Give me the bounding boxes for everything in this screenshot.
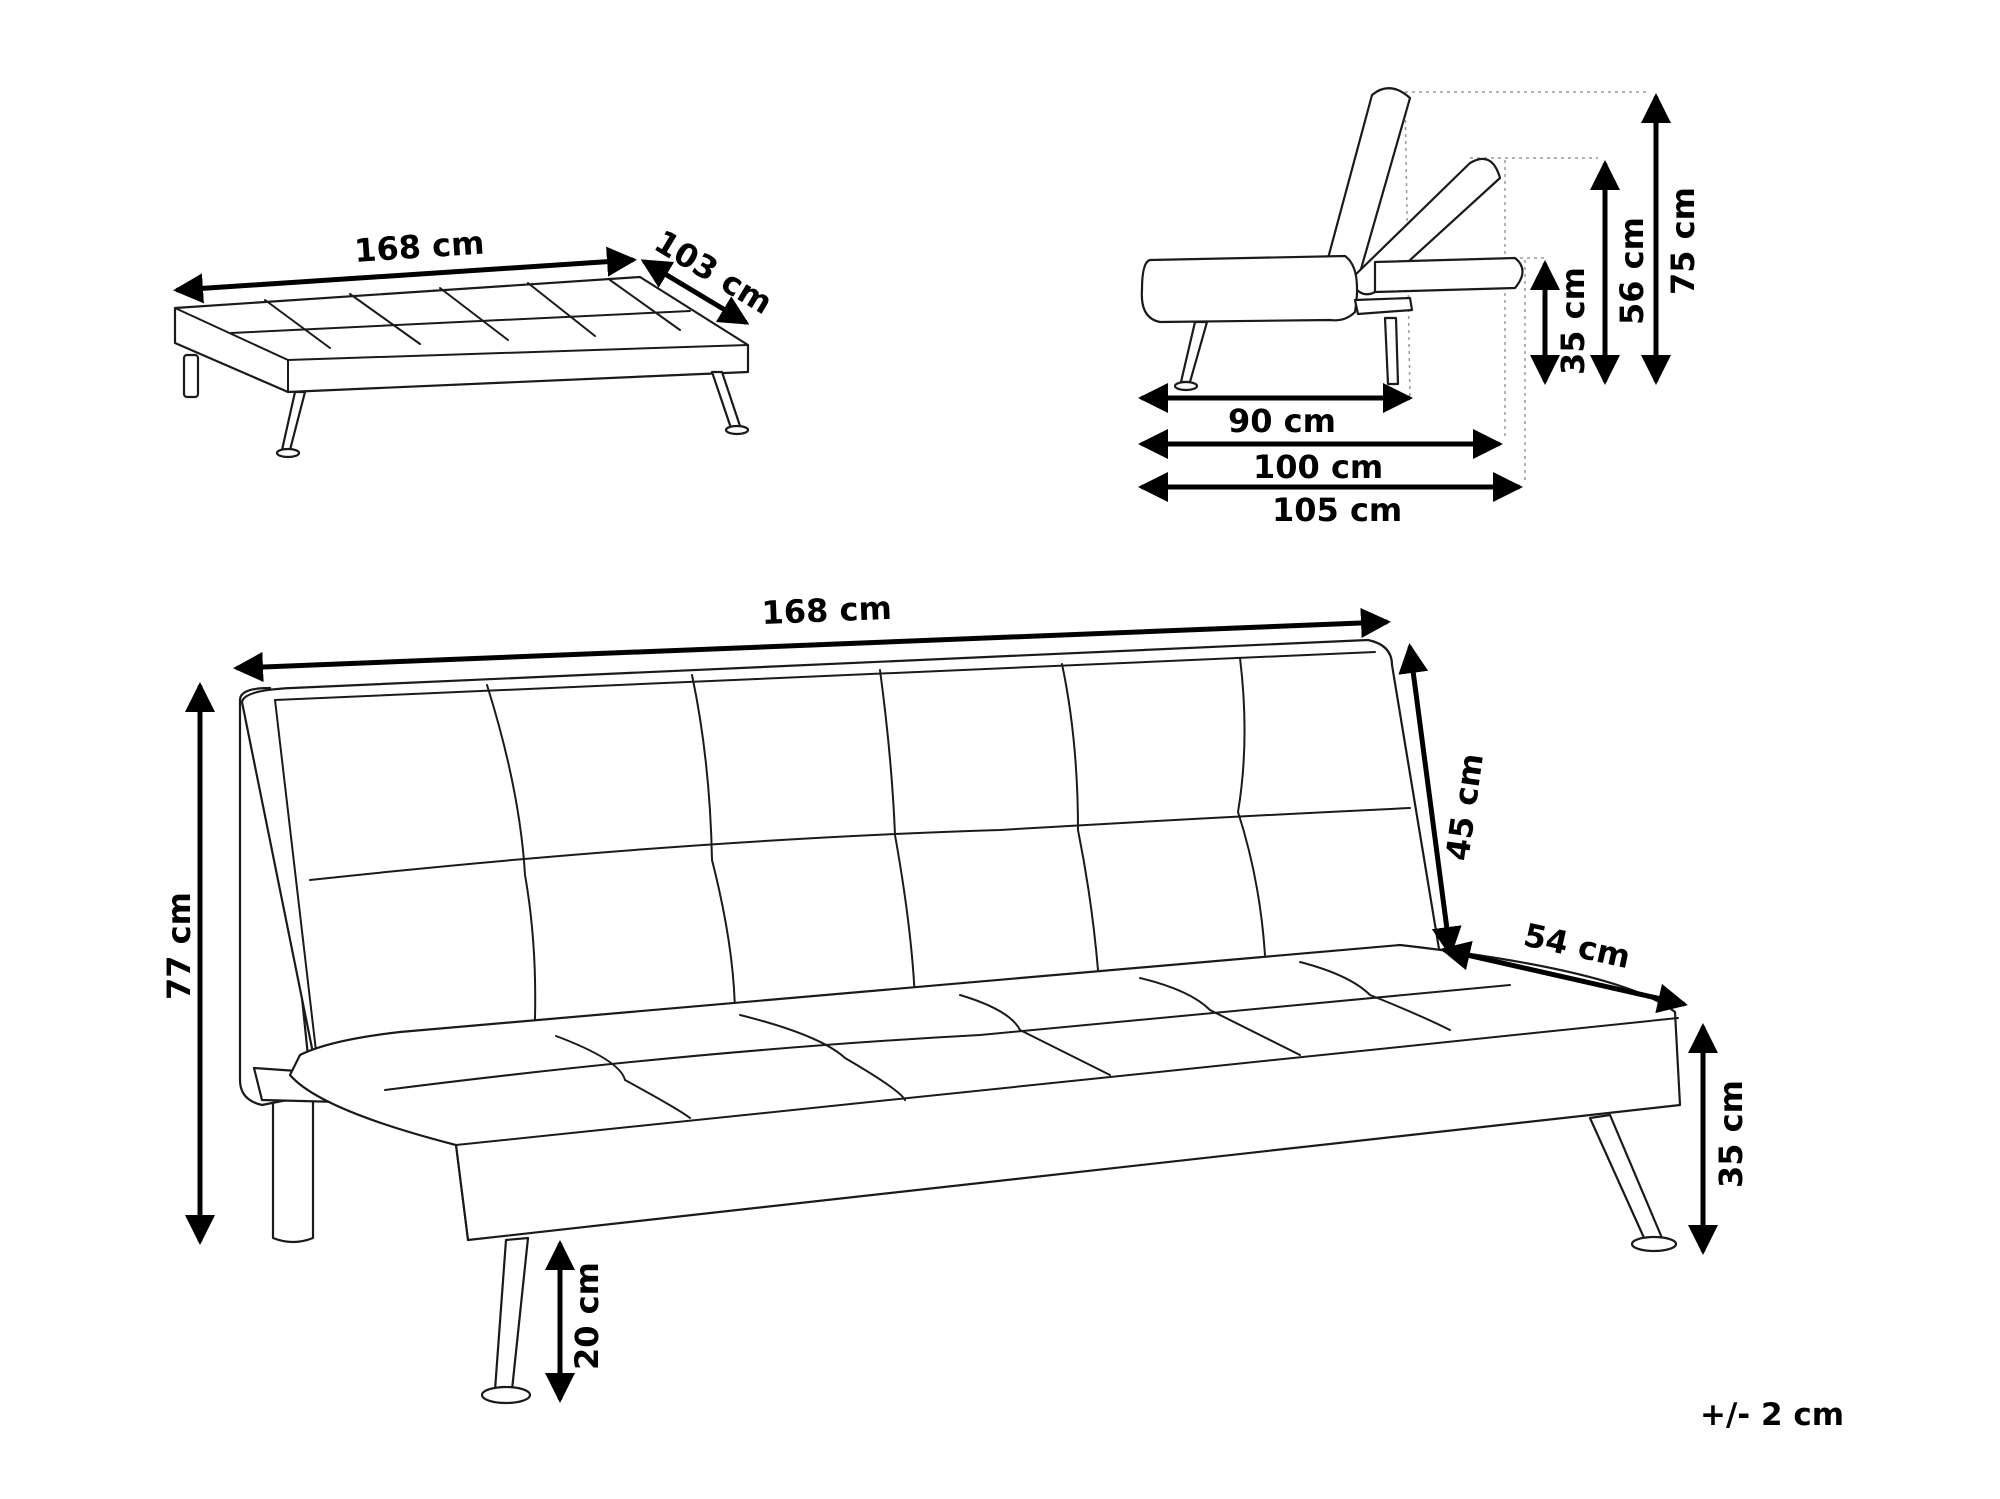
side-mid-height-label: 56 cm [1613,217,1651,325]
flat-bed-front-leg-right [710,370,742,430]
front-seat-depth-arrow [1440,940,1688,1014]
front-seat-height-label: 35 cm [1712,1080,1750,1188]
flat-width-label: 168 cm [353,223,485,270]
front-back-height-arrow [1398,643,1462,957]
flat-depth-arrow [640,259,750,325]
front-leg-right [1588,1113,1664,1242]
front-width-arrow [233,608,1391,682]
flat-bed-front-leg-left [280,390,307,452]
flat-bed-mattress [173,275,750,394]
flat-bed-view [173,275,750,459]
side-full-depth-label: 105 cm [1272,491,1402,529]
front-leg-height-label: 20 cm [568,1262,606,1370]
side-full-height-label: 75 cm [1664,187,1702,295]
side-back-leg [1383,316,1400,386]
side-flat-height-label: 35 cm [1554,267,1592,375]
front-back-leg [271,1098,315,1244]
side-back-flat [1373,256,1524,294]
front-sofa-view [238,638,1682,1405]
front-back-height-label: 45 cm [1438,751,1491,863]
front-height-label: 77 cm [160,892,198,1000]
side-profile-view [1140,87,1650,480]
front-width-label: 168 cm [761,589,893,632]
front-backrest-tufting [309,657,1411,1061]
side-seat-depth-label: 90 cm [1228,402,1336,440]
flat-bed-back-leg [182,353,200,399]
flat-width-arrow [173,246,637,304]
front-seat-tufting [384,961,1511,1119]
side-front-leg [1179,320,1209,384]
tolerance-note: +/- 2 cm [1700,1397,1844,1433]
front-leg-left [493,1236,530,1392]
flat-bed-tufting [230,279,691,349]
side-mid-depth-label: 100 cm [1253,448,1383,486]
side-seat [1140,254,1359,324]
